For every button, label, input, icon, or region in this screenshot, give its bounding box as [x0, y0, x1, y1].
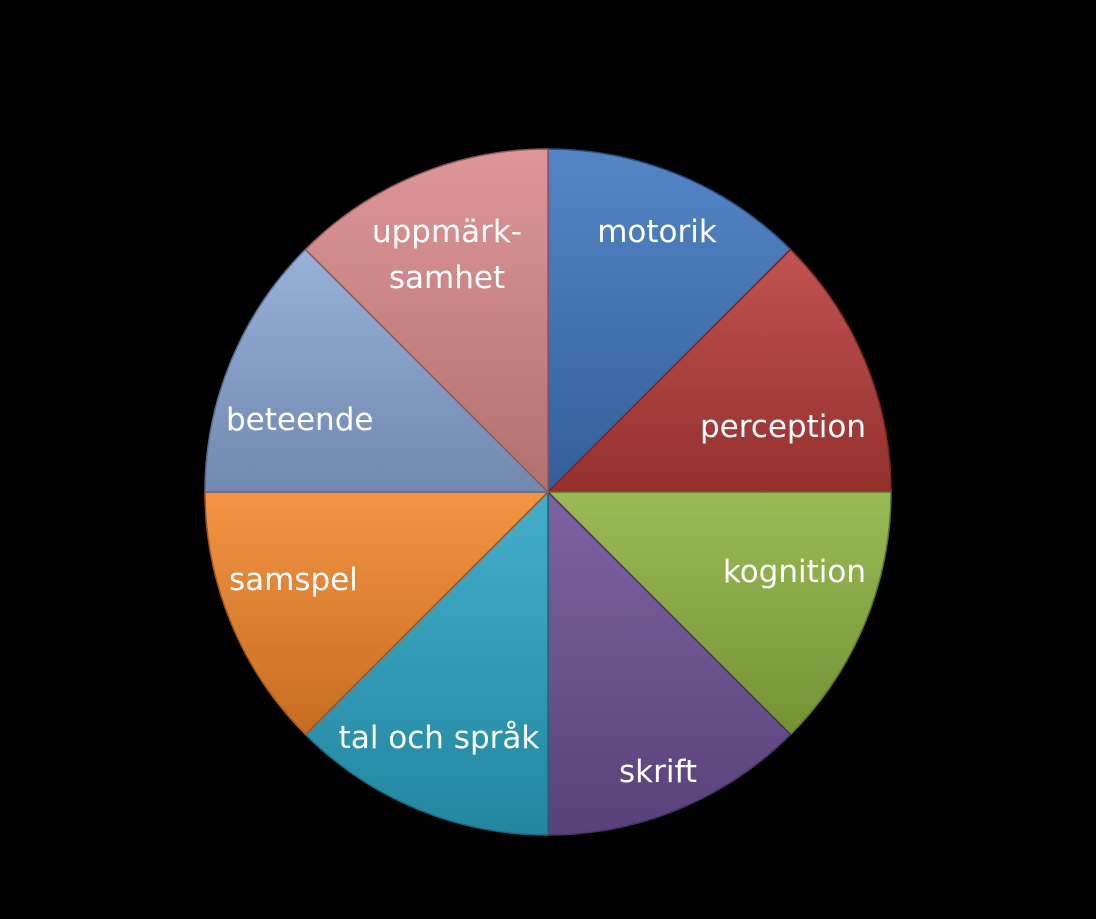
pie-label: perception	[700, 409, 866, 445]
pie-slice-samspel	[204, 491, 549, 736]
pie-label: samspel	[229, 562, 358, 598]
pie-slice-tal-och-språk	[304, 491, 549, 836]
pie-label: beteende	[226, 402, 373, 438]
pie-label: kognition	[723, 554, 866, 590]
pie-labels: motorik perception kognition skrift tal och …	[226, 214, 866, 790]
pie-slice-uppmärk--samhet	[304, 148, 549, 493]
pie-slices	[204, 148, 892, 836]
pie-label: tal och språk	[339, 720, 540, 756]
pie-label: skrift	[619, 754, 697, 790]
pie-slice-skrift	[547, 491, 792, 836]
pie-label: motorik	[597, 214, 717, 250]
pie-slice-perception	[547, 248, 892, 493]
pie-label: uppmärk-samhet	[372, 214, 522, 296]
pie-slice-kognition	[547, 491, 892, 736]
pie-slice-beteende	[204, 248, 549, 493]
pie-slice-motorik	[547, 148, 792, 493]
